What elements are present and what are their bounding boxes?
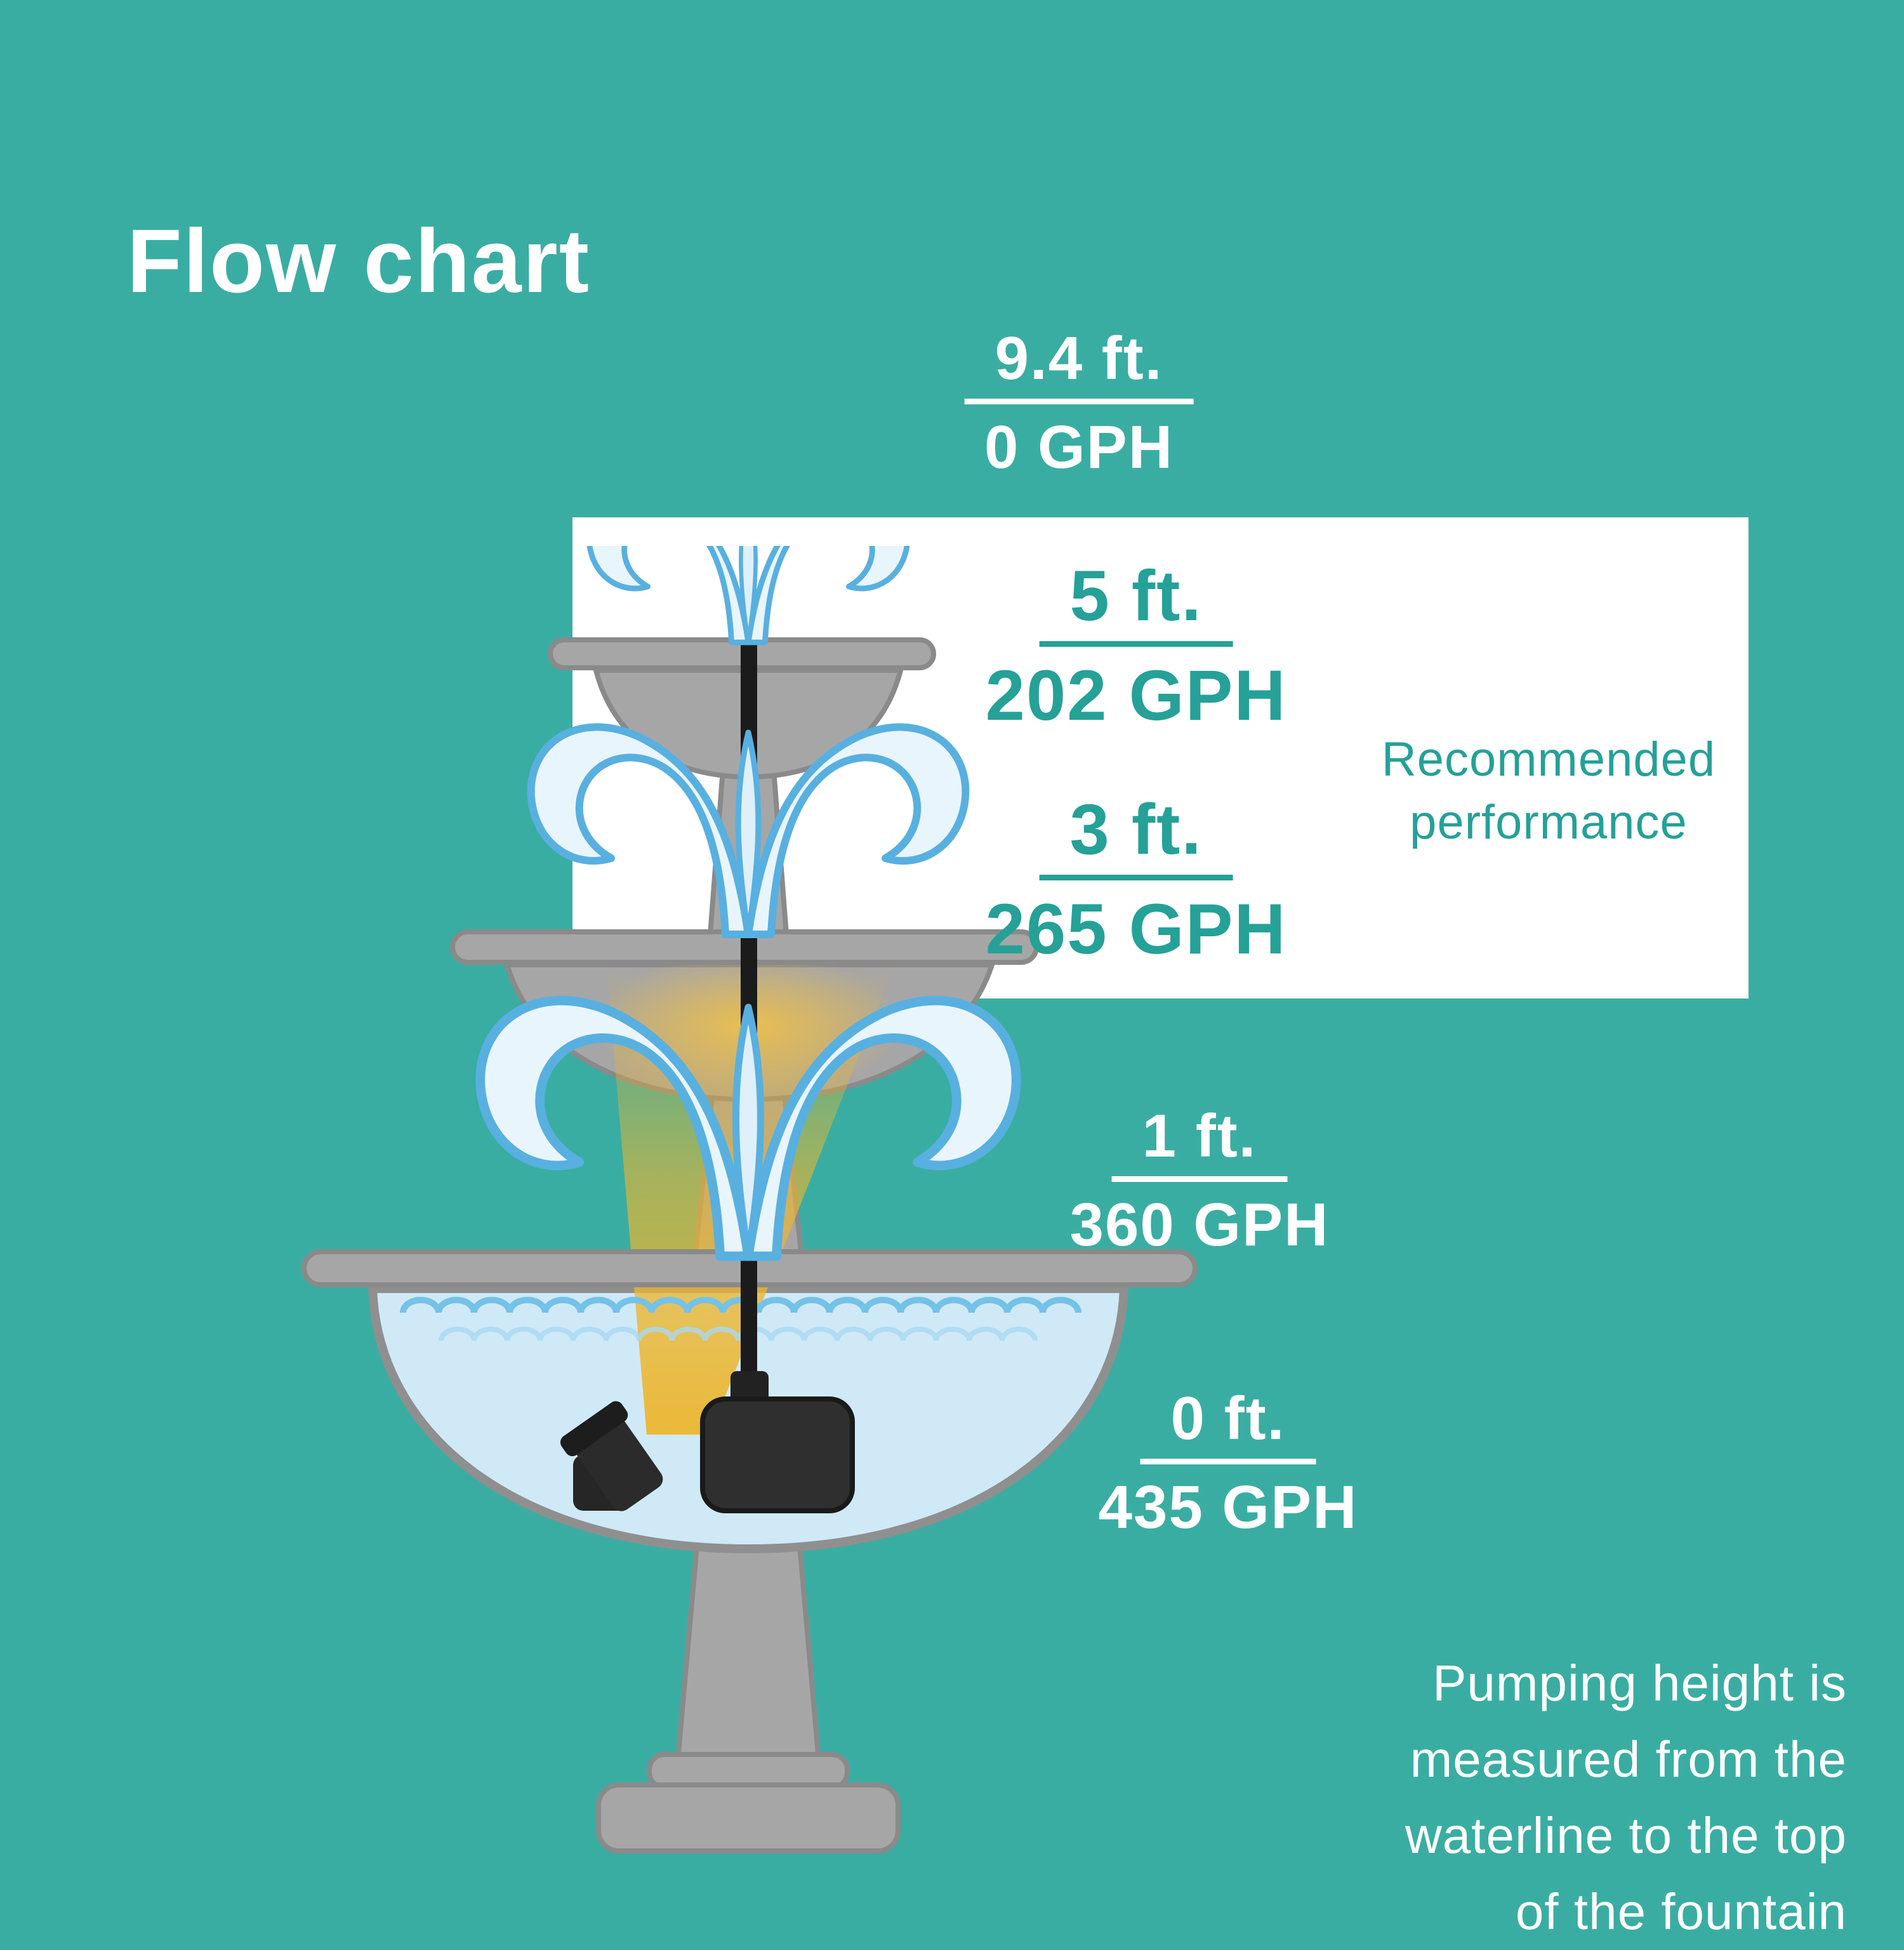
- flow-label: 0 GPH: [984, 413, 1174, 481]
- measurement-1-ft: 1 ft. 360 GPH: [1070, 1104, 1330, 1257]
- recommended-line-1: Recommended: [1381, 733, 1716, 786]
- footer-line-4: of the fountain: [1515, 1883, 1847, 1940]
- pump-icon: [700, 1371, 855, 1513]
- measurement-3-ft: 3 ft. 265 GPH: [986, 792, 1287, 966]
- flow-label: 360 GPH: [1069, 1190, 1330, 1259]
- height-label: 0 ft.: [1140, 1386, 1316, 1464]
- footer-line-3: waterline to the top: [1405, 1807, 1847, 1864]
- height-label: 1 ft.: [1111, 1104, 1288, 1182]
- water-splash-top: [589, 546, 908, 642]
- height-label: 3 ft.: [1039, 792, 1233, 880]
- page-title: Flow chart: [127, 211, 591, 312]
- footer-note: Pumping height is measured from the wate…: [1405, 1645, 1847, 1950]
- measurement-5-ft: 5 ft. 202 GPH: [986, 559, 1287, 733]
- water-splash-bottom: [480, 1000, 1016, 1256]
- flow-label: 202 GPH: [985, 655, 1287, 735]
- height-label: 9.4 ft.: [964, 326, 1194, 404]
- water-splash-middle: [531, 727, 966, 934]
- footer-line-2: measured from the: [1410, 1731, 1847, 1788]
- measurement-9-4-ft: 9.4 ft. 0 GPH: [964, 326, 1194, 481]
- fountain-pedestal: [596, 1536, 901, 1854]
- recommended-line-2: performance: [1410, 795, 1688, 849]
- measurement-0-ft: 0 ft. 435 GPH: [1098, 1386, 1358, 1541]
- flow-label: 435 GPH: [1098, 1473, 1358, 1541]
- recommended-performance-label: Recommended performance: [1355, 729, 1742, 854]
- light-fixture-icon: [560, 1401, 663, 1511]
- fountain-illustration: [301, 546, 1198, 1854]
- flow-label: 265 GPH: [985, 889, 1287, 969]
- footer-line-1: Pumping height is: [1432, 1655, 1847, 1711]
- height-label: 5 ft.: [1039, 559, 1233, 647]
